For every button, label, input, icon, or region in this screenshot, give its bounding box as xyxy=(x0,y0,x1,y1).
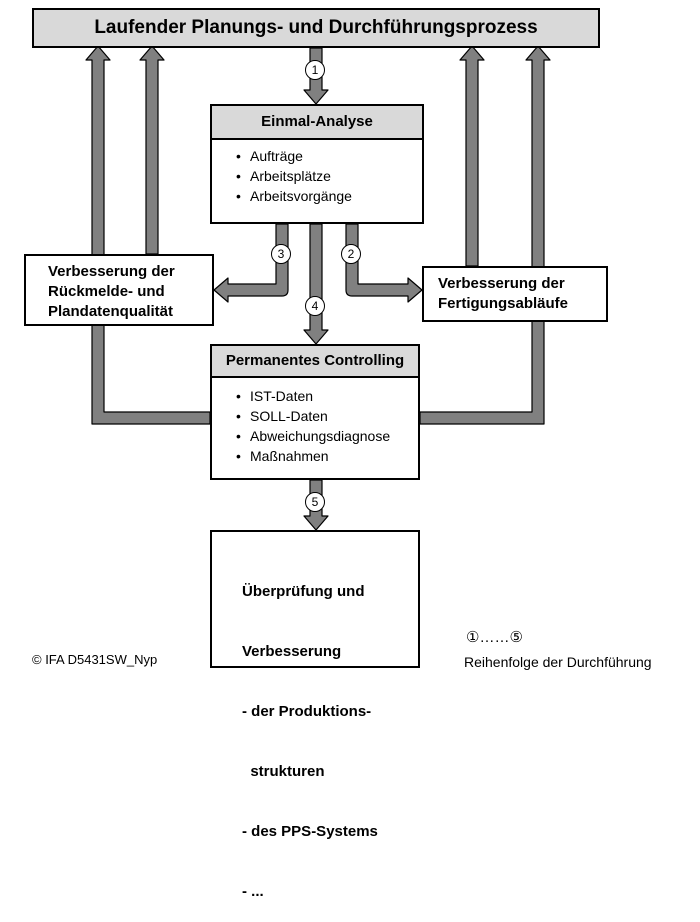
fertigung-line: Fertigungsabläufe xyxy=(438,295,569,312)
list-item: Arbeitsplätze xyxy=(236,166,422,186)
list-item: Abweichungsdiagnose xyxy=(236,426,418,446)
process-bar-title: Laufender Planungs- und Durchführungspro… xyxy=(94,17,538,38)
step-number-1: 1 xyxy=(305,60,325,80)
list-item: Arbeitsvorgänge xyxy=(236,186,422,206)
einmal-analyse-box: Einmal-Analyse Aufträge Arbeitsplätze Ar… xyxy=(210,104,424,224)
arrow-step-4 xyxy=(303,223,329,345)
einmal-analyse-title: Einmal-Analyse xyxy=(261,113,373,130)
ueberpruefung-line: Verbesserung xyxy=(242,643,342,660)
fertigung-line: Verbesserung der xyxy=(438,275,565,292)
list-item: IST-Daten xyxy=(236,386,418,406)
arrow-step-3 xyxy=(213,223,289,303)
step-number-5: 5 xyxy=(305,492,325,512)
arrow-right-inner xyxy=(459,45,485,267)
einmal-analyse-list: Aufträge Arbeitsplätze Arbeitsvorgänge xyxy=(212,140,422,206)
rueckmelde-line: Rückmelde- und xyxy=(48,283,165,300)
list-item: SOLL-Daten xyxy=(236,406,418,426)
arrow-step-2 xyxy=(345,223,423,303)
ueberpruefung-line: - des PPS-Systems xyxy=(242,823,378,840)
arrow-left-outer xyxy=(85,45,211,425)
list-item: Aufträge xyxy=(236,146,422,166)
controlling-header: Permanentes Controlling xyxy=(212,346,418,378)
arrow-right-outer xyxy=(419,45,551,425)
ueberpruefung-line: - ... xyxy=(242,883,264,900)
ueberpruefung-line: - der Produktions- xyxy=(242,703,372,720)
controlling-box: Permanentes Controlling IST-Daten SOLL-D… xyxy=(210,344,420,480)
ueberpruefung-line: Überprüfung und xyxy=(242,583,365,600)
list-item: Maßnahmen xyxy=(236,446,418,466)
step-number-3: 3 xyxy=(271,244,291,264)
copyright-text: © IFA D5431SW_Nyp xyxy=(32,652,158,667)
step-number-4: 4 xyxy=(305,296,325,316)
rueckmelde-line: Verbesserung der xyxy=(48,263,175,280)
legend-label: Reihenfolge der Durchführung xyxy=(464,654,652,670)
rueckmelde-box: Verbesserung der Rückmelde- und Plandate… xyxy=(24,254,214,326)
rueckmelde-line: Plandatenqualität xyxy=(48,303,174,320)
einmal-analyse-header: Einmal-Analyse xyxy=(212,106,422,140)
fertigung-box: Verbesserung der Fertigungsabläufe xyxy=(422,266,608,322)
controlling-title: Permanentes Controlling xyxy=(225,352,405,369)
arrow-left-inner xyxy=(139,45,165,255)
ueberpruefung-box: Überprüfung und Verbesserung - der Produ… xyxy=(210,530,420,900)
legend-range: ①……⑤ xyxy=(466,629,523,646)
ueberpruefung-line: strukturen xyxy=(242,763,325,780)
process-bar: Laufender Planungs- und Durchführungspro… xyxy=(32,8,600,48)
controlling-list: IST-Daten SOLL-Daten Abweichungsdiagnose… xyxy=(212,378,418,466)
step-number-2: 2 xyxy=(341,244,361,264)
